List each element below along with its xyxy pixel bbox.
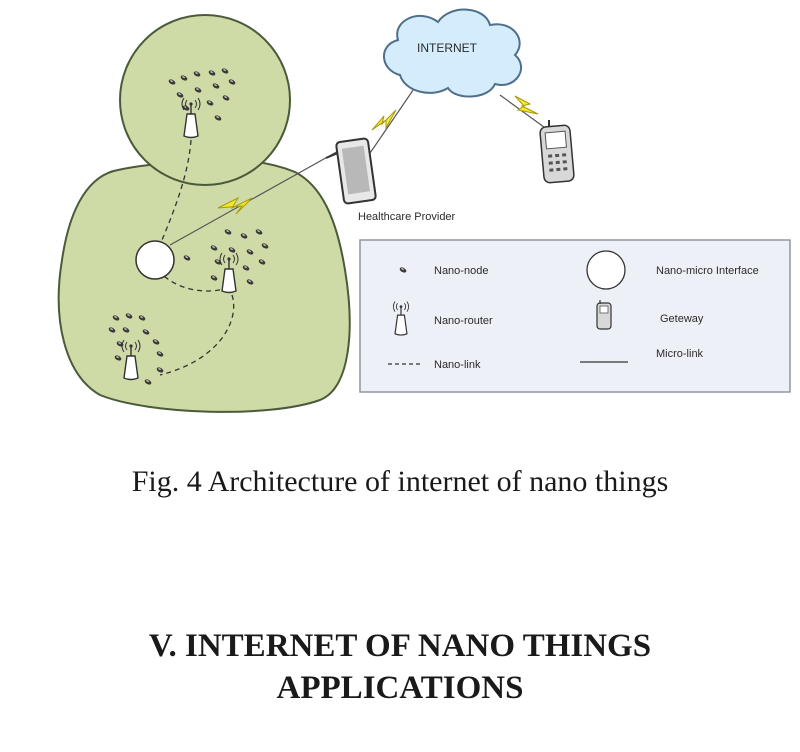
internet-cloud [383, 8, 522, 98]
section-heading-line-1: V. INTERNET OF NANO THINGS [148, 628, 652, 664]
internet-label: INTERNET [417, 41, 478, 55]
legend-nano-node-label: Nano-node [434, 265, 488, 277]
gateway-phone-icon [539, 120, 575, 184]
human-body-silhouette [57, 14, 351, 413]
healthcare-provider-tablet-icon [325, 137, 377, 205]
figure-caption: Fig. 4 Architecture of internet of nano … [131, 465, 669, 498]
section-heading-line-2: APPLICATIONS [276, 670, 524, 706]
legend-box: Nano-node Nano-router Nano-link Nano-mic… [359, 239, 791, 393]
legend-micro-link-label: Micro-link [656, 348, 704, 360]
iont-architecture-figure: Healthcare Provider INTERNET Nano-node N… [57, 8, 791, 413]
section-heading: V. INTERNET OF NANO THINGS APPLICATIONS [0, 625, 800, 709]
nano-links [157, 139, 235, 376]
nano-micro-interface [135, 240, 175, 280]
wireless-signal-icons [217, 95, 539, 215]
legend-nano-link-label: Nano-link [434, 359, 481, 371]
legend-gateway-label: Geteway [660, 313, 704, 325]
legend-gateway-icon [596, 300, 612, 330]
healthcare-provider-label: Healthcare Provider [358, 211, 456, 223]
legend-interface-label: Nano-micro Interface [656, 265, 759, 277]
legend-nano-router-label: Nano-router [434, 315, 493, 327]
legend-interface-icon [586, 250, 626, 290]
